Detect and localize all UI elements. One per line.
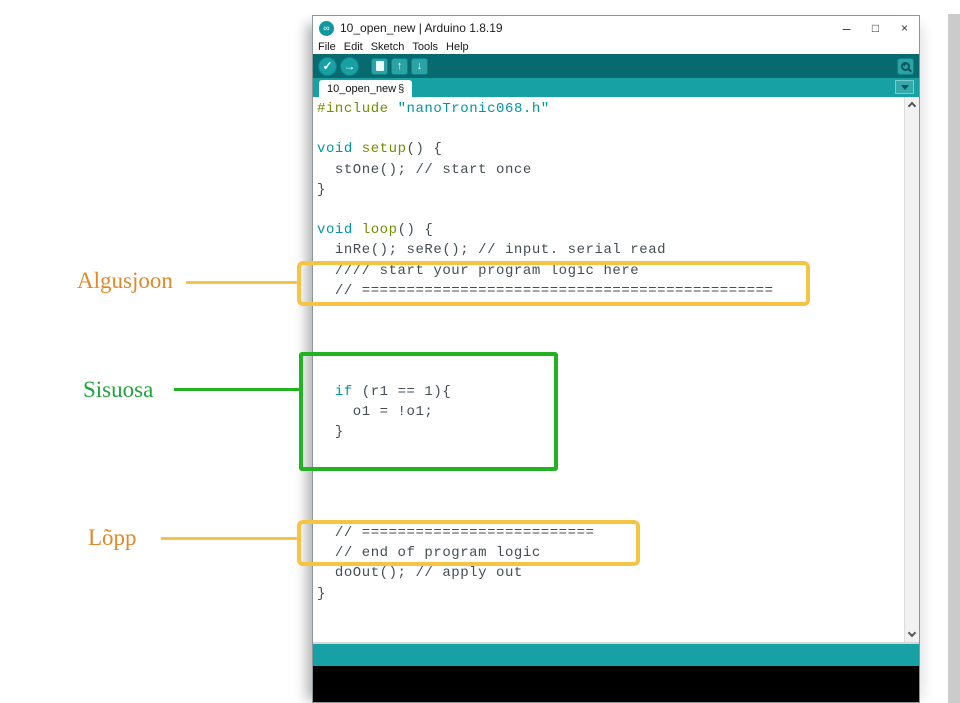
window-titlebar: ∞ 10_open_new | Arduino 1.8.19 – □ × (313, 16, 919, 40)
code-line: #include "nanoTronic068.h" (317, 101, 550, 117)
scroll-down-arrow-icon[interactable] (907, 628, 917, 638)
code-line: } (317, 181, 326, 198)
code-line (317, 483, 902, 503)
code-line: o1 = !o1; (317, 403, 434, 420)
annotation-label-algusjoon: Algusjoon (77, 268, 173, 293)
tab-list-dropdown-button[interactable] (895, 80, 914, 94)
code-line: void loop() { (317, 222, 434, 239)
new-sketch-button[interactable] (371, 57, 388, 75)
code-line (317, 321, 902, 341)
code-lines: #include "nanoTronic068.h" void setup() … (317, 99, 902, 604)
console-output (313, 666, 919, 702)
menu-tools[interactable]: Tools (412, 41, 439, 53)
code-line (317, 301, 902, 321)
code-line: // =====================================… (317, 282, 774, 299)
code-line: void setup() { (317, 141, 443, 158)
minimize-button[interactable]: – (842, 20, 851, 36)
code-line: if (r1 == 1){ (334, 383, 452, 400)
menu-sketch[interactable]: Sketch (370, 41, 405, 53)
code-line: inRe(); seRe(); // input. serial read (317, 242, 667, 259)
open-button[interactable]: ↑ (391, 57, 408, 75)
code-line (317, 200, 902, 220)
status-bar (313, 644, 919, 666)
down-arrow-icon: ↓ (416, 60, 423, 72)
menu-edit[interactable]: Edit (343, 41, 363, 53)
code-line (317, 442, 902, 462)
code-line: doOut(); // apply out (317, 565, 523, 582)
save-button[interactable]: ↓ (411, 57, 428, 75)
code-editor[interactable]: #include "nanoTronic068.h" void setup() … (313, 97, 919, 642)
statusbar-divider (313, 642, 919, 644)
page-right-strip (948, 14, 960, 703)
code-line: // end of program logic (317, 545, 541, 562)
verify-button[interactable]: ✓ (318, 56, 337, 76)
menu-help[interactable]: Help (446, 41, 469, 53)
annotation-line-algusjoon (186, 281, 298, 284)
tab-10-open-new[interactable]: 10_open_new § (319, 80, 413, 97)
code-line (317, 462, 902, 482)
annotation-line-sisuosa (174, 388, 300, 391)
annotation-line-lopp (161, 537, 298, 540)
menu-file[interactable]: File (318, 41, 336, 53)
new-document-icon (375, 61, 384, 71)
menubar: File Edit Sketch Tools Help (313, 40, 919, 54)
tab-modified-indicator: § (398, 82, 405, 95)
check-icon: ✓ (322, 59, 333, 73)
window-controls: – □ × (832, 16, 919, 40)
right-arrow-icon: → (343, 59, 356, 73)
annotation-label-sisuosa: Sisuosa (83, 377, 154, 402)
tab-label: 10_open_new (327, 82, 397, 95)
code-line: stOne(); // start once (317, 161, 532, 178)
serial-monitor-button[interactable] (897, 57, 914, 75)
code-line (317, 361, 902, 381)
tabbar: 10_open_new § (313, 78, 919, 97)
close-button[interactable]: × (900, 21, 908, 35)
toolbar: ✓ → ↑ ↓ (313, 54, 919, 78)
upload-button[interactable]: → (340, 56, 359, 76)
arduino-ide-window: ∞ 10_open_new | Arduino 1.8.19 – □ × Fil… (312, 15, 920, 703)
code-line (317, 341, 902, 361)
code-line: //// start your program logic here (317, 262, 640, 279)
code-line: // ========================== (317, 524, 595, 541)
maximize-button[interactable]: □ (871, 21, 880, 35)
annotation-label-lopp: Lõpp (88, 525, 137, 550)
chevron-down-icon (900, 84, 909, 90)
vertical-scrollbar[interactable] (904, 97, 919, 642)
code-line: } (317, 585, 326, 602)
up-arrow-icon: ↑ (396, 60, 403, 72)
scroll-up-arrow-icon[interactable] (907, 101, 917, 111)
code-line (317, 119, 902, 139)
arduino-logo-icon: ∞ (319, 20, 334, 36)
window-title: 10_open_new | Arduino 1.8.19 (340, 21, 503, 35)
code-line (317, 503, 902, 523)
code-line: } (317, 424, 344, 440)
serial-monitor-magnifier-icon (901, 60, 910, 71)
